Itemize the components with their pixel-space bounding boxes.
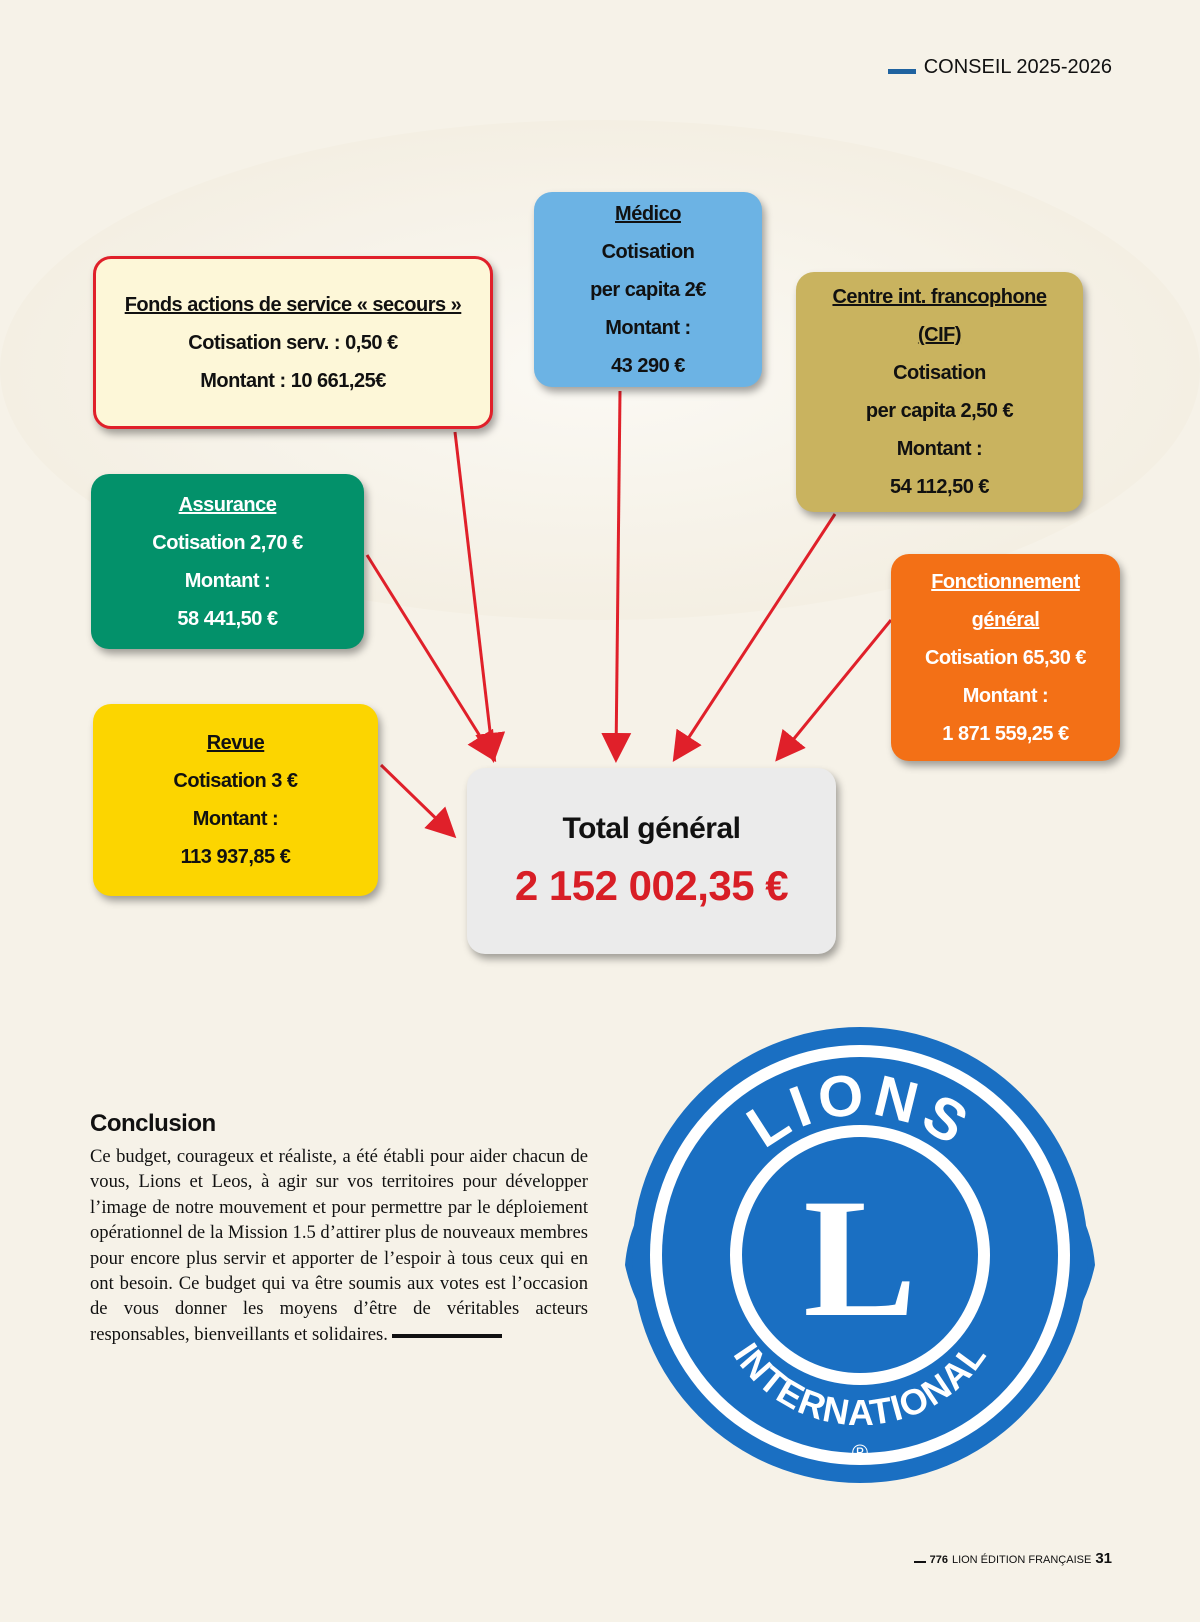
medico-box: Médico Cotisation per capita 2€ Montant …: [534, 192, 762, 387]
box-line: 54 112,50 €: [889, 476, 990, 498]
box-title: général: [971, 608, 1040, 631]
footer-dash: [913, 1561, 926, 1563]
total-label: Total général: [562, 812, 741, 845]
box-line: Cotisation 3 €: [173, 770, 298, 792]
box-line: Cotisation 65,30 €: [924, 646, 1087, 669]
box-line: 1 871 559,25 €: [942, 722, 1069, 745]
box-line: 58 441,50 €: [177, 607, 278, 630]
assurance-box: Assurance Cotisation 2,70 € Montant : 58…: [91, 474, 364, 649]
box-line: Montant :: [962, 684, 1049, 707]
page-header: CONSEIL 2025-2026: [887, 56, 1112, 79]
total-amount: 2 152 002,35 €: [514, 862, 789, 909]
revue-box: Revue Cotisation 3 € Montant : 113 937,8…: [93, 704, 378, 896]
box-title: Médico: [615, 202, 681, 225]
box-line: per capita 2,50 €: [865, 400, 1014, 422]
page-footer: 776 LION ÉDITION FRANÇAISE 31: [913, 1550, 1112, 1567]
box-line: Cotisation serv. : 0,50 €: [188, 331, 398, 354]
box-title: Fonctionnement: [931, 570, 1080, 593]
fonctionnement-box: Fonctionnement général Cotisation 65,30 …: [891, 554, 1120, 761]
conclusion-section: Conclusion Ce budget, courageux et réali…: [90, 1110, 588, 1347]
arrow-cif: [672, 513, 837, 763]
box-title: Centre int. francophone: [832, 286, 1047, 308]
conclusion-text: Ce budget, courageux et réaliste, a été …: [90, 1146, 588, 1345]
box-line: Cotisation 2,70 €: [152, 531, 303, 554]
lions-international-logo: LIONS INTERNATIONAL L ®: [625, 1027, 1095, 1483]
arrows: [365, 390, 893, 839]
box-title: Revue: [206, 732, 265, 754]
box-line: Montant :: [605, 316, 691, 339]
box-line: Montant : 10 661,25€: [200, 369, 386, 392]
header-accent-bar: [887, 69, 916, 74]
page-number: 31: [1095, 1550, 1112, 1567]
publication-name: LION ÉDITION FRANÇAISE: [951, 1554, 1092, 1566]
box-line: Cotisation: [893, 362, 986, 384]
box-line: 113 937,85 €: [180, 846, 291, 868]
arrow-assurance: [365, 554, 497, 763]
arrow-fonctionnement: [775, 619, 893, 762]
arrow-medico: [601, 390, 632, 763]
arrow-fonds: [453, 431, 506, 763]
section-title: CONSEIL 2025-2026: [923, 56, 1112, 78]
cif-box: Centre int. francophone (CIF) Cotisation…: [796, 272, 1083, 512]
box-line: 43 290 €: [611, 354, 685, 377]
box-line: Montant :: [192, 808, 279, 830]
box-title: Fonds actions de service « secours »: [124, 293, 462, 316]
box-line: per capita 2€: [590, 278, 706, 301]
logo-letter: L: [803, 1164, 916, 1352]
issue-number: 776: [929, 1554, 948, 1566]
arrow-revue: [379, 763, 457, 839]
total-box: Total général 2 152 002,35 €: [467, 768, 836, 954]
conclusion-heading: Conclusion: [90, 1110, 216, 1137]
box-line: Cotisation: [601, 240, 695, 263]
conclusion-body: Ce budget, courageux et réaliste, a été …: [90, 1144, 588, 1347]
registered-mark: ®: [852, 1440, 868, 1465]
box-title: Assurance: [178, 493, 277, 516]
box-title: (CIF): [917, 324, 962, 346]
end-mark: [391, 1333, 502, 1338]
box-line: Montant :: [896, 438, 983, 460]
box-line: Montant :: [184, 569, 271, 592]
fonds-secours-box: Fonds actions de service « secours » Cot…: [93, 256, 493, 429]
